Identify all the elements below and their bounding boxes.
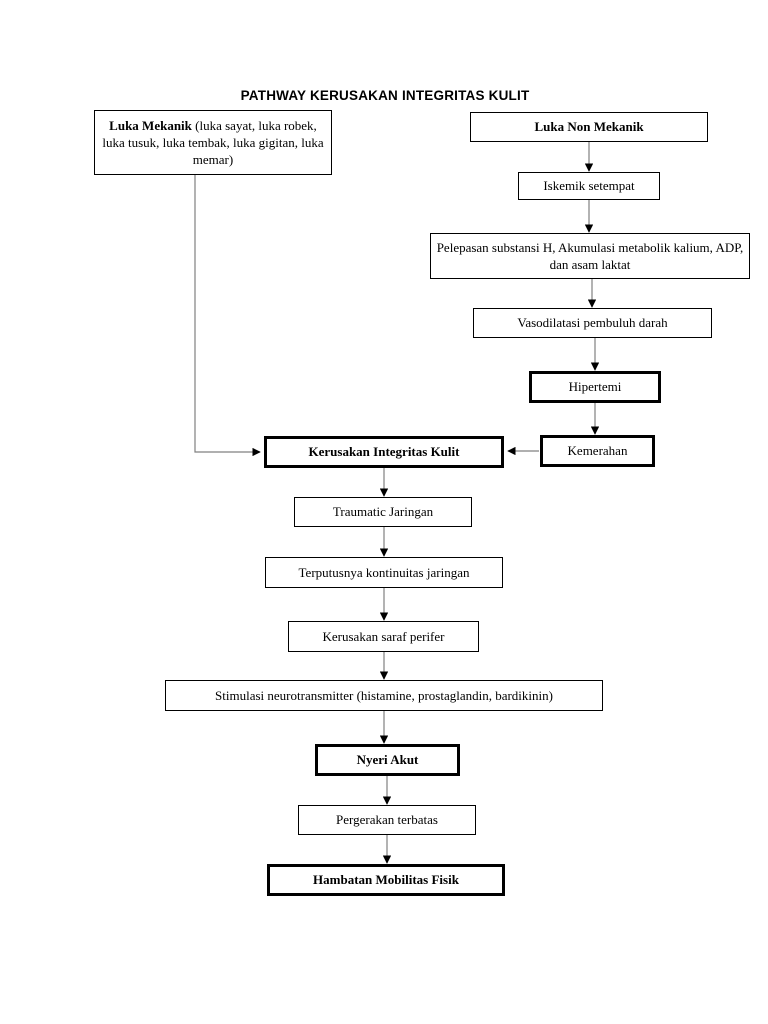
node-hambatan-mobilitas-fisik[interactable]: Hambatan Mobilitas Fisik xyxy=(267,864,505,896)
edge-lukamekanik-kerusakan xyxy=(194,175,261,457)
node-iskemik-setempat[interactable]: Iskemik setempat xyxy=(518,172,660,200)
node-luka-non-mekanik[interactable]: Luka Non Mekanik xyxy=(470,112,708,142)
node-pelepasan-substansi-label: Pelepasan substansi H, Akumulasi metabol… xyxy=(436,239,744,272)
node-luka-mekanik-rest: (luka sayat, luka robek, luka tusuk, luk… xyxy=(102,117,324,168)
node-vasodilatasi-label: Vasodilatasi pembuluh darah xyxy=(517,315,668,331)
node-pelepasan-substansi[interactable]: Pelepasan substansi H, Akumulasi metabol… xyxy=(430,233,750,279)
node-luka-non-mekanik-label: Luka Non Mekanik xyxy=(534,119,644,135)
node-stimulasi-neurotransmitter-label: Stimulasi neurotransmitter (histamine, p… xyxy=(215,687,553,703)
node-terputusnya-kontinuitas[interactable]: Terputusnya kontinuitas jaringan xyxy=(265,557,503,588)
node-traumatic-jaringan[interactable]: Traumatic Jaringan xyxy=(294,497,472,527)
node-nyeri-akut-label: Nyeri Akut xyxy=(356,752,419,768)
node-pergerakan-terbatas[interactable]: Pergerakan terbatas xyxy=(298,805,476,835)
node-luka-mekanik[interactable]: Luka Mekanik (luka sayat, luka robek, lu… xyxy=(94,110,332,175)
node-hambatan-mobilitas-fisik-label: Hambatan Mobilitas Fisik xyxy=(313,872,459,888)
node-kerusakan-integritas-kulit[interactable]: Kerusakan Integritas Kulit xyxy=(264,436,504,468)
node-kerusakan-saraf-perifer[interactable]: Kerusakan saraf perifer xyxy=(288,621,479,652)
node-nyeri-akut[interactable]: Nyeri Akut xyxy=(315,744,460,776)
node-luka-mekanik-lead: Luka Mekanik xyxy=(109,117,192,133)
node-hipertemi-label: Hipertemi xyxy=(568,379,622,395)
node-terputusnya-kontinuitas-label: Terputusnya kontinuitas jaringan xyxy=(298,564,470,580)
node-kemerahan[interactable]: Kemerahan xyxy=(540,435,655,467)
node-kerusakan-integritas-kulit-label: Kerusakan Integritas Kulit xyxy=(308,444,460,460)
node-kemerahan-label: Kemerahan xyxy=(567,443,628,459)
page-title: PATHWAY KERUSAKAN INTEGRITAS KULIT xyxy=(240,88,530,103)
node-vasodilatasi[interactable]: Vasodilatasi pembuluh darah xyxy=(473,308,712,338)
node-traumatic-jaringan-label: Traumatic Jaringan xyxy=(332,504,434,520)
node-iskemik-setempat-label: Iskemik setempat xyxy=(543,178,635,194)
node-luka-mekanik-label: Luka Mekanik (luka sayat, luka robek, lu… xyxy=(100,117,326,168)
node-hipertemi[interactable]: Hipertemi xyxy=(529,371,661,403)
node-pergerakan-terbatas-label: Pergerakan terbatas xyxy=(336,812,438,828)
node-stimulasi-neurotransmitter[interactable]: Stimulasi neurotransmitter (histamine, p… xyxy=(165,680,603,711)
node-kerusakan-saraf-perifer-label: Kerusakan saraf perifer xyxy=(322,628,445,644)
